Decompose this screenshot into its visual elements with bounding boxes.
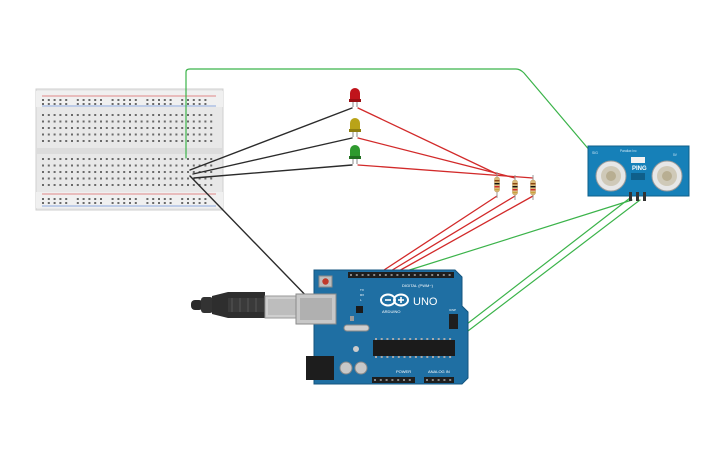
wire-red-res1-arduino[interactable] [380,195,498,273]
arduino-l-label: L [360,298,362,302]
arduino-analog-label: ANALOG IN [428,369,450,374]
wire-green-sensor-vcc[interactable] [185,68,592,159]
sensor-brand: PING [632,166,647,172]
sensor-pin-5v[interactable] [643,192,646,201]
arduino-power-label: POWER [396,369,411,374]
breadboard[interactable] [35,88,224,211]
wire-red-res3-arduino[interactable] [396,195,534,273]
arduino-mcu-chip [373,340,455,356]
arduino-tx-label: TX [360,288,364,292]
sensor-left-text: SIG [592,151,598,155]
resistor-1[interactable] [494,172,500,198]
sensor-pin-gnd[interactable] [629,192,632,201]
wire-black-led-red[interactable] [189,107,353,171]
usb-cable-icon[interactable] [191,292,301,319]
led-green[interactable] [349,145,361,164]
arduino-power-header[interactable] [372,377,415,383]
arduino-power-jack [306,356,334,380]
arduino-uno[interactable]: DIGITAL (PWM~) TX RX L UNO ARDUINO ICSP … [295,269,469,385]
arduino-logo [380,293,409,307]
led-yellow[interactable] [349,118,361,137]
resistor-3[interactable] [530,175,536,200]
wire-red-res2-arduino[interactable] [388,195,516,273]
digital-pins [350,274,451,276]
wire-red-led-red[interactable] [357,107,498,175]
arduino-digital-header[interactable] [348,272,454,278]
arduino-rx-label: RX [360,293,364,297]
wire-red-led-green[interactable] [357,164,534,179]
arduino-digital-label: DIGITAL (PWM~) [402,283,434,288]
arduino-icsp-label: ICSP [449,308,456,312]
arduino-logo-text: ARDUINO [382,309,400,314]
sensor-model-text: Parallax Inc [620,149,637,153]
wire-black-led-yellow[interactable] [192,137,353,175]
sensor-right-text: 5V [673,153,678,157]
sensor-pin-sig[interactable] [636,192,639,201]
ultrasonic-sensor[interactable]: SIG Parallax Inc PING 5V [587,145,690,201]
arduino-model-label: UNO [413,296,438,308]
resistor-2[interactable] [512,175,518,200]
wire-red-led-yellow[interactable] [357,137,516,179]
wire-black-led-green[interactable] [193,164,353,179]
breadboard-holes [42,99,213,204]
wire-green-sensor-trig[interactable] [399,199,633,274]
led-red[interactable] [349,88,361,107]
